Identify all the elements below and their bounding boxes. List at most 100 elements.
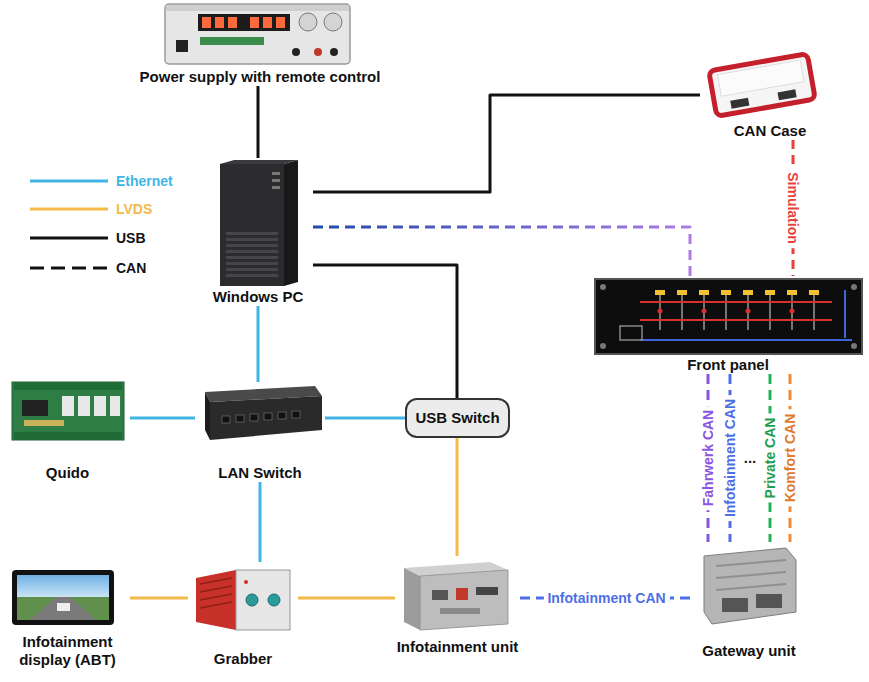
front-panel-picture-part bbox=[725, 292, 727, 330]
quido-board-picture-part bbox=[12, 382, 124, 440]
gateway-unit-picture-part bbox=[756, 594, 782, 608]
can-case-picture-part bbox=[778, 89, 797, 100]
lan-switch-picture bbox=[205, 386, 322, 440]
pc-tower-picture-part bbox=[226, 244, 278, 247]
front-panel-picture-part bbox=[851, 284, 857, 290]
grabber-picture-part bbox=[268, 594, 280, 606]
lan-switch-picture-part bbox=[250, 414, 258, 421]
gateway-unit-picture bbox=[704, 548, 796, 624]
legend-samples-part bbox=[30, 180, 108, 183]
connector-line bbox=[789, 374, 792, 542]
pc-tower-picture-part bbox=[226, 256, 278, 259]
quido-board-picture bbox=[12, 382, 124, 440]
connector-line bbox=[769, 374, 772, 542]
front-panel-picture-part bbox=[677, 290, 687, 295]
can-case: CAN Case bbox=[700, 50, 840, 140]
front-panel-picture-part bbox=[600, 343, 606, 349]
power-supply: Power supply with remote control bbox=[120, 0, 400, 86]
power-supply-picture-part bbox=[198, 14, 290, 31]
pc-tower-picture-part bbox=[220, 160, 298, 164]
connector-line bbox=[257, 86, 260, 158]
infotainment-unit-picture-part bbox=[404, 568, 420, 630]
legend-samples-part bbox=[30, 208, 108, 211]
power-supply-picture-part bbox=[330, 48, 338, 56]
display-picture-part bbox=[30, 597, 96, 620]
legend-text: Ethernet bbox=[116, 172, 173, 190]
connector-line bbox=[325, 417, 405, 420]
infotainment-display: Infotainment display (ABT) bbox=[5, 565, 130, 669]
power-supply-picture-part bbox=[292, 48, 300, 56]
connector-line bbox=[257, 306, 260, 382]
infotainment-unit: Infotainment unit bbox=[395, 556, 520, 656]
front-panel-picture-part bbox=[743, 290, 753, 295]
front-panel-picture-part bbox=[595, 279, 862, 354]
legend-text: CAN bbox=[116, 259, 146, 277]
front-panel: Front panel bbox=[592, 276, 864, 374]
front-panel-picture-part bbox=[620, 326, 642, 340]
legend-samples bbox=[30, 181, 108, 268]
node-caption: LAN Switch bbox=[195, 464, 325, 482]
lan-switch-picture-part bbox=[278, 412, 286, 419]
pc-tower-picture-part bbox=[272, 179, 280, 182]
front-panel-picture-part bbox=[769, 292, 771, 330]
quido-board-picture-part bbox=[94, 396, 106, 416]
gateway-unit: Gateway unit bbox=[693, 542, 805, 660]
node-caption: Infotainment display (ABT) bbox=[5, 633, 130, 669]
pc-tower-picture-part bbox=[272, 186, 280, 189]
connector-line bbox=[729, 374, 732, 542]
connector-line bbox=[707, 374, 710, 542]
can-case-picture-part bbox=[730, 98, 749, 109]
display-picture bbox=[12, 570, 114, 625]
edge-label: Infotainment CAN bbox=[722, 395, 738, 521]
connector-line bbox=[298, 597, 395, 600]
lan-switch-picture-part bbox=[210, 396, 322, 440]
front-panel-picture-part bbox=[702, 309, 707, 314]
pc-tower-picture-part bbox=[284, 160, 298, 286]
gateway-unit-picture-part bbox=[704, 548, 796, 624]
power-supply-picture-part bbox=[200, 37, 264, 45]
edge-label: Simulation bbox=[785, 168, 801, 248]
gateway-unit-picture-part bbox=[716, 584, 786, 590]
power-supply-picture-part bbox=[228, 17, 237, 28]
lan-switch: LAN Switch bbox=[195, 382, 325, 482]
display-picture-part bbox=[17, 597, 109, 620]
front-panel-picture-part bbox=[809, 290, 819, 295]
infotainment-unit-picture bbox=[404, 562, 508, 630]
display-picture-part bbox=[12, 570, 114, 625]
front-panel-picture-part bbox=[787, 290, 797, 295]
edge-label: Infotainment CAN bbox=[543, 590, 669, 606]
power-supply-picture-part bbox=[176, 40, 188, 52]
grabber: Grabber bbox=[188, 562, 298, 668]
quido-board-picture-part bbox=[110, 396, 120, 416]
connector-line bbox=[130, 417, 195, 420]
display-picture-part bbox=[17, 575, 109, 597]
lan-switch-picture-part bbox=[264, 413, 272, 420]
power-supply-picture-part bbox=[324, 13, 342, 31]
legend-samples-part bbox=[30, 267, 108, 270]
quido-board-picture-part bbox=[14, 432, 122, 439]
quido-board-picture-part bbox=[24, 420, 64, 426]
power-supply-picture-part bbox=[314, 48, 322, 56]
legend-samples-part bbox=[30, 237, 108, 240]
front-panel-picture-part bbox=[658, 309, 663, 314]
infotainment-unit-picture-part bbox=[432, 590, 448, 600]
power-supply-picture-part bbox=[166, 5, 349, 11]
power-supply-picture bbox=[165, 4, 350, 64]
grabber-picture-part bbox=[246, 594, 258, 606]
quido-board: Quido bbox=[5, 378, 130, 482]
pc-tower-picture-part bbox=[272, 172, 280, 175]
connector-line bbox=[313, 227, 690, 276]
ellipsis-label: ... bbox=[742, 449, 759, 467]
edge-label: Private CAN bbox=[762, 414, 778, 503]
power-supply-picture-part bbox=[165, 4, 350, 64]
quido-board-picture-part bbox=[22, 400, 48, 416]
pc-tower-picture-part bbox=[226, 232, 278, 235]
quido-board-picture-part bbox=[62, 396, 74, 416]
pc-tower-picture-part bbox=[226, 274, 278, 277]
pc-tower-picture-part bbox=[226, 268, 278, 271]
grabber-picture-part bbox=[244, 580, 248, 584]
quido-board-picture-part bbox=[14, 383, 122, 390]
